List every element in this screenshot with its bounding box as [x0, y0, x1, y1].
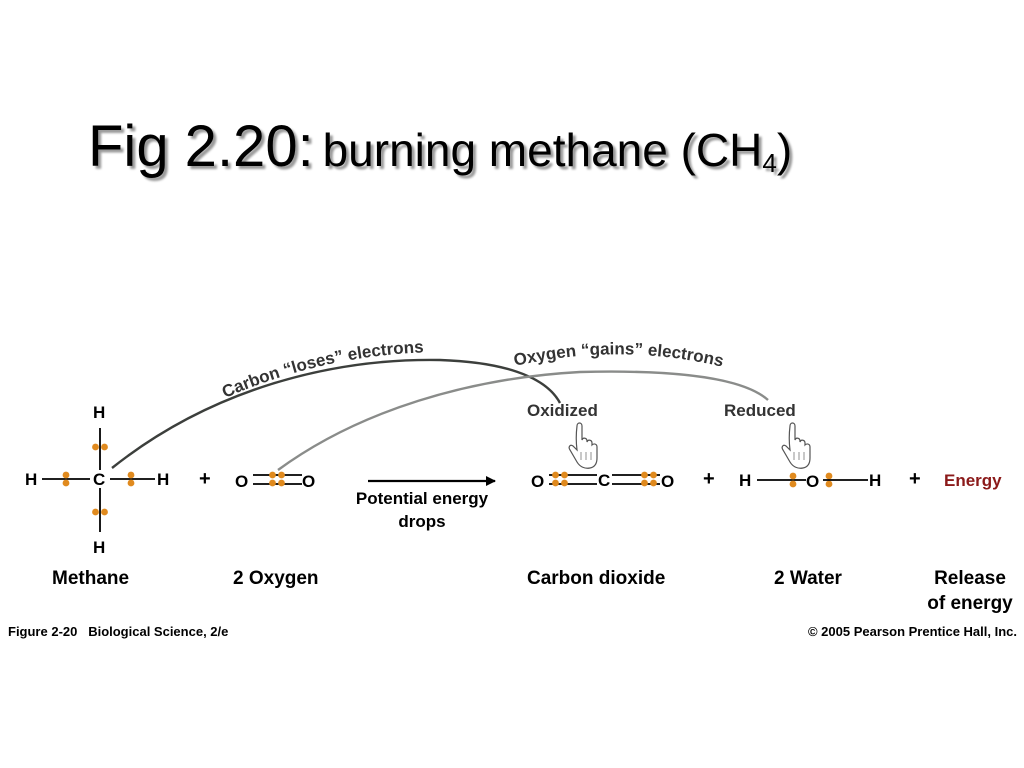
plus-sign-1: +	[199, 468, 211, 490]
label-release-line1: Release	[934, 568, 1006, 589]
footer-left: Figure 2-20 Biological Science, 2/e	[8, 624, 228, 639]
oxygen-molecule: O O	[235, 471, 315, 491]
methane-molecule: H H C H H	[25, 403, 169, 557]
label-release-line2: of energy	[927, 593, 1013, 614]
title-subtitle: burning methane (CH	[322, 124, 763, 176]
methane-h-left: H	[25, 470, 37, 489]
pointing-hand-icon	[781, 422, 811, 469]
water-molecule: H O H	[739, 471, 881, 491]
water-oxygen: O	[806, 472, 819, 491]
title-closing: )	[776, 124, 793, 176]
label-carbon-dioxide: Carbon dioxide	[527, 568, 665, 589]
co2-carbon: C	[598, 471, 610, 490]
oxygen-arc	[277, 370, 769, 471]
methane-h-right: H	[157, 470, 169, 489]
reduced-label: Reduced	[724, 401, 796, 420]
carbon-arc	[111, 358, 562, 469]
co2-oxygen-right: O	[661, 472, 674, 491]
co2-oxygen-left: O	[531, 472, 544, 491]
title-main: Fig 2.20:	[88, 114, 314, 179]
methane-h-top: H	[93, 403, 105, 422]
footer-right: © 2005 Pearson Prentice Hall, Inc.	[808, 624, 1017, 639]
slide-title: Fig 2.20: burning methane (CH4)	[88, 118, 793, 178]
carbon-arc-label: Carbon “loses” electrons	[219, 337, 424, 401]
oxygen-atom-right: O	[302, 472, 315, 491]
pointing-hand-icon	[568, 422, 598, 469]
oxygen-arc-label: Oxygen “gains” electrons	[512, 339, 726, 370]
water-h-right: H	[869, 471, 881, 490]
carbon-dioxide-molecule: O C O	[531, 471, 674, 491]
arrow-label-line1: Potential energy	[356, 489, 489, 508]
plus-sign-2: +	[703, 468, 715, 490]
label-water: 2 Water	[774, 568, 843, 589]
energy-label: Energy	[944, 471, 1002, 490]
title-subscript: 4	[762, 148, 777, 178]
methane-h-bottom: H	[93, 538, 105, 557]
oxidized-label: Oxidized	[527, 401, 598, 420]
label-oxygen: 2 Oxygen	[233, 568, 319, 589]
oxygen-atom-left: O	[235, 472, 248, 491]
plus-sign-3: +	[909, 468, 921, 490]
arrow-label-line2: drops	[398, 512, 445, 531]
water-h-left: H	[739, 471, 751, 490]
label-methane: Methane	[52, 568, 129, 589]
methane-c: C	[93, 470, 105, 489]
